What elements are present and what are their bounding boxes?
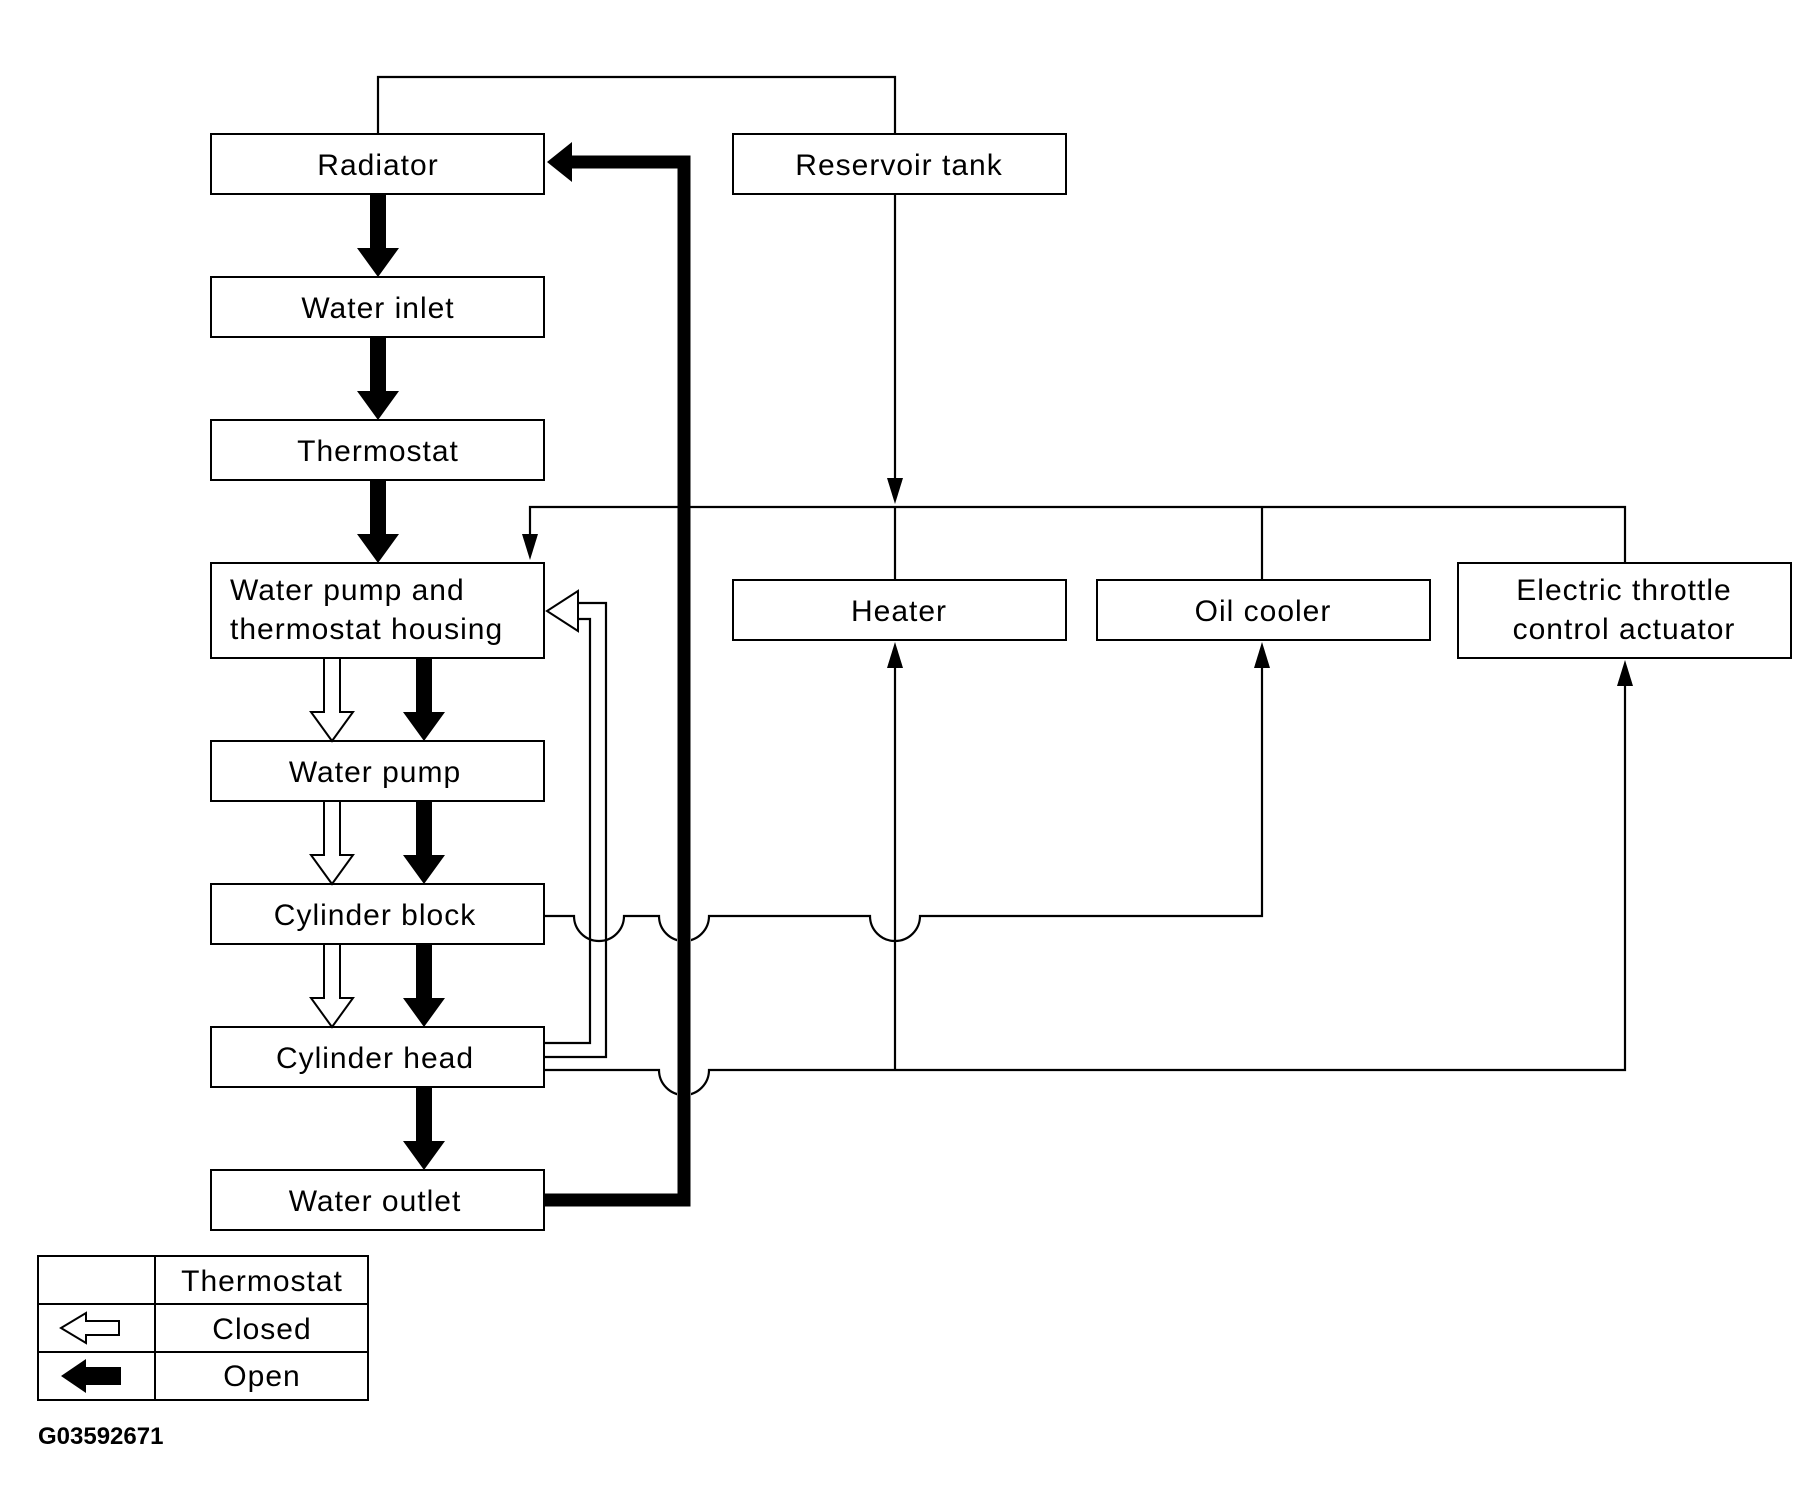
head-to-heater-throttle-line <box>545 680 1627 1097</box>
arrow-into-header <box>887 478 903 504</box>
pump-housing-label-line1: Water pump and <box>230 574 465 607</box>
bypass-inner-line <box>545 617 592 1045</box>
bypass-path <box>545 589 608 1059</box>
thermostat-to-housing-arrow <box>357 480 399 563</box>
cylinder-block-label: Cylinder block <box>274 899 476 932</box>
oil-cooler-label: Oil cooler <box>1195 595 1332 628</box>
water-pump-label: Water pump <box>289 756 461 789</box>
legend-table: Thermostat Closed Open <box>37 1255 369 1401</box>
radiator-label: Radiator <box>317 149 438 182</box>
cylinder-block-box[interactable]: Cylinder block <box>210 883 545 945</box>
radiator-box[interactable]: Radiator <box>210 133 545 195</box>
arrow-into-throttle <box>1617 660 1633 686</box>
pump-to-block-arrow-open <box>403 801 445 884</box>
cylinder-head-box[interactable]: Cylinder head <box>210 1026 545 1088</box>
bypass-hollow-arrowhead <box>545 589 579 633</box>
water-inlet-box[interactable]: Water inlet <box>210 276 545 338</box>
reservoir-tank-box[interactable]: Reservoir tank <box>732 133 1067 195</box>
pump-housing-label-line2: thermostat housing <box>230 613 503 646</box>
radiator-to-inlet-arrow <box>357 194 399 277</box>
reservoir-tank-label: Reservoir tank <box>795 149 1002 182</box>
arrow-into-pump-housing <box>522 534 538 560</box>
arrow-into-heater <box>887 642 903 668</box>
radiator-to-reservoir-line <box>376 75 897 134</box>
housing-to-pump-arrow-open <box>403 658 445 741</box>
block-to-head-arrow-closed <box>309 943 355 1029</box>
inlet-to-thermostat-arrow <box>357 337 399 420</box>
throttle-label-line1: Electric throttle <box>1516 574 1731 607</box>
water-inlet-label: Water inlet <box>301 292 454 325</box>
closed-flow-arrows <box>309 657 355 1029</box>
block-to-head-arrow-open <box>403 944 445 1027</box>
heater-box[interactable]: Heater <box>732 579 1067 641</box>
bypass-outer-line <box>545 601 608 1059</box>
thermostat-box[interactable]: Thermostat <box>210 419 545 481</box>
legend-hollow-arrow-icon <box>59 1311 120 1345</box>
housing-to-pump-arrow-closed <box>309 657 355 743</box>
oil-cooler-box[interactable]: Oil cooler <box>1096 579 1431 641</box>
open-flow-arrows <box>357 194 445 1170</box>
pump-to-block-arrow-closed <box>309 800 355 886</box>
thermostat-label: Thermostat <box>297 435 459 468</box>
legend-closed-label: Closed <box>212 1313 311 1346</box>
legend-open-label: Open <box>223 1360 300 1393</box>
heater-label: Heater <box>851 595 947 628</box>
pump-housing-box[interactable]: Water pump and thermostat housing <box>210 562 545 659</box>
cylinder-head-label: Cylinder head <box>276 1042 474 1075</box>
legend-solid-arrow-icon <box>61 1359 121 1393</box>
thick-return-line <box>545 142 691 1207</box>
water-outlet-box[interactable]: Water outlet <box>210 1169 545 1231</box>
thin-arrowheads <box>522 478 1633 686</box>
return-header-line <box>528 505 1627 565</box>
water-outlet-label: Water outlet <box>289 1185 462 1218</box>
figure-code: G03592671 <box>38 1423 163 1450</box>
radiator-return-arrowhead <box>547 142 572 182</box>
head-to-outlet-arrow <box>403 1087 445 1170</box>
throttle-label-line2: control actuator <box>1513 613 1736 646</box>
component-boxes: Radiator Reservoir tank Water inlet Ther… <box>210 133 1792 1231</box>
outlet-to-radiator-line <box>545 155 691 1207</box>
throttle-actuator-box[interactable]: Electric throttle control actuator <box>1457 562 1792 659</box>
legend-header: Thermostat <box>181 1265 343 1298</box>
arrow-into-oil-cooler <box>1254 642 1270 668</box>
block-to-oil-cooler-line <box>545 660 1264 943</box>
water-pump-box[interactable]: Water pump <box>210 740 545 802</box>
